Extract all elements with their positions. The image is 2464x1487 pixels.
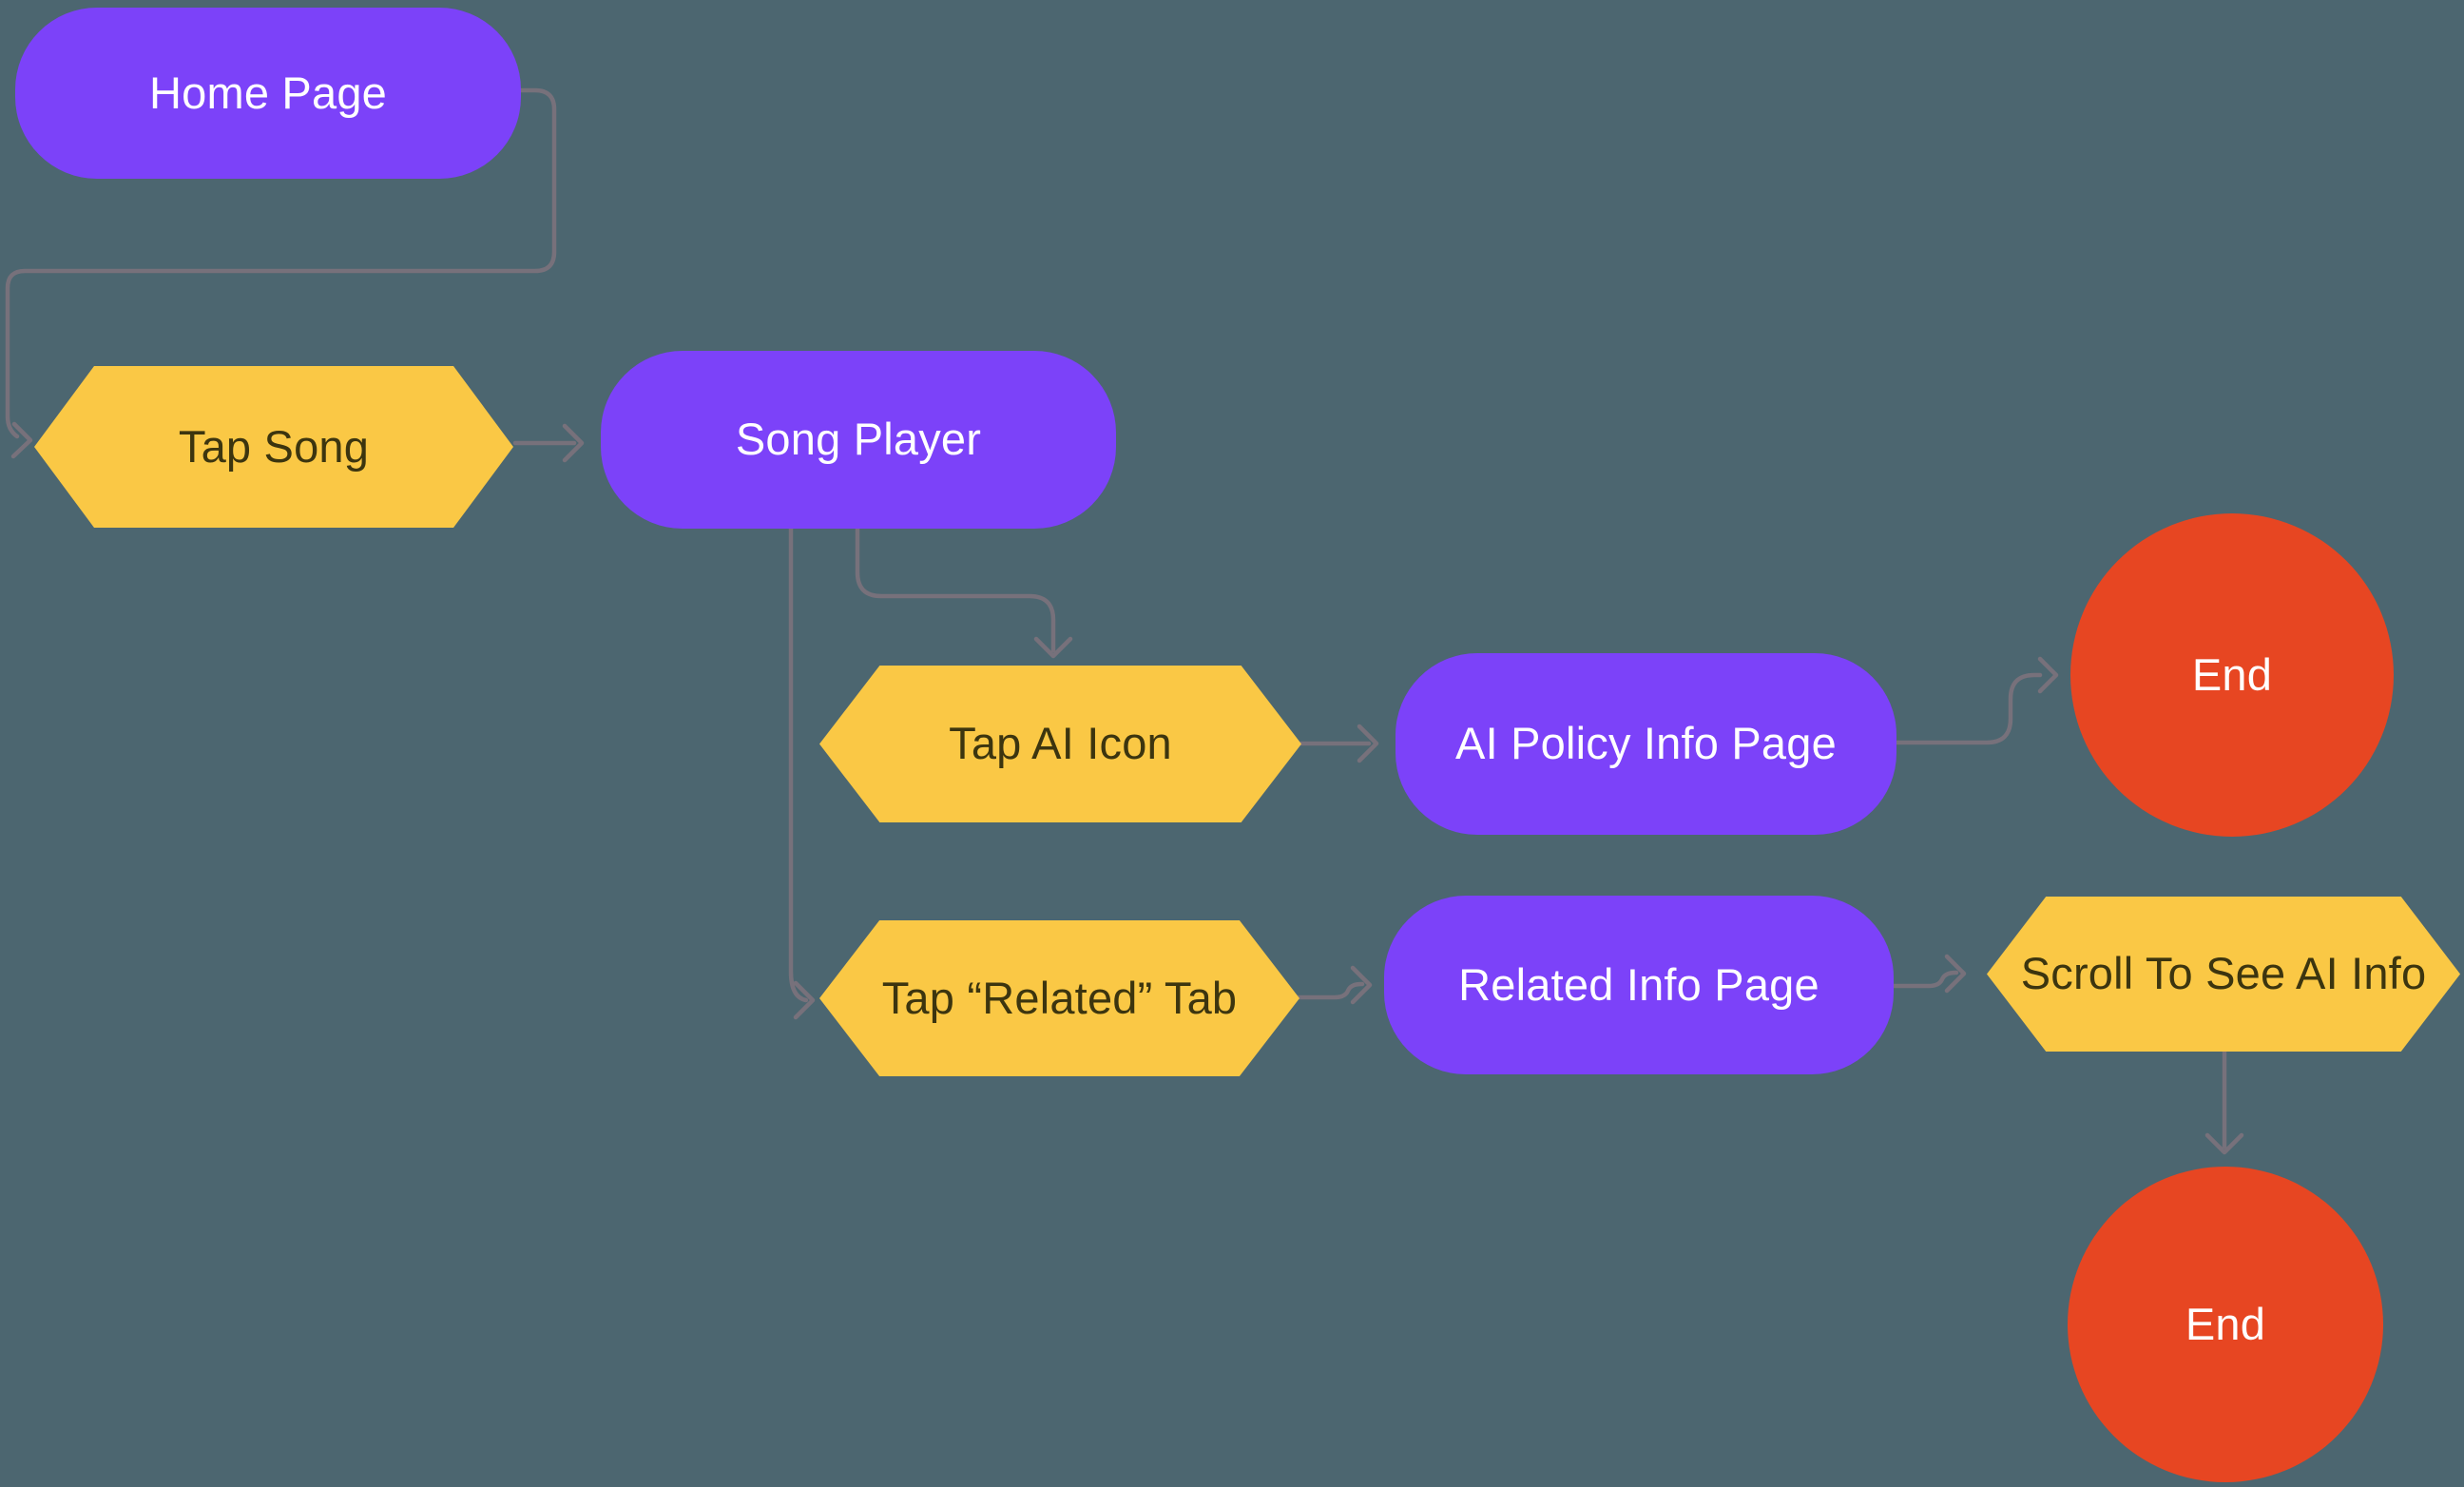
edge-song-player-to-tap-related-tab [788,526,816,1020]
node-song-player-label: Song Player [735,414,982,465]
node-end-bottom-label: End [2185,1298,2266,1349]
node-ai-policy-info-page-label: AI Policy Info Page [1455,718,1837,769]
edge-tap-song-to-song-player [512,423,585,463]
edge-home-page-to-tap-song [5,87,557,459]
node-tap-ai-icon-label: Tap AI Icon [949,718,1172,769]
node-tap-related-tab[interactable]: Tap “Related” Tab [819,920,1299,1076]
node-tap-song-label: Tap Song [178,420,370,472]
node-home-page[interactable]: Home Page [15,8,521,179]
node-home-page-label: Home Page [149,67,387,118]
node-end-top-label: End [2191,648,2273,700]
node-tap-ai-icon[interactable]: Tap AI Icon [819,666,1301,822]
edge-tap-related-tab-to-related-info-page [1295,965,1373,1005]
edge-scroll-to-see-ai-info-to-end-bottom [2204,1049,2244,1155]
node-end-top[interactable]: End [2070,513,2394,837]
node-related-info-page-label: Related Info Page [1458,958,1819,1010]
node-end-bottom[interactable]: End [2068,1167,2383,1482]
edge-tap-ai-icon-to-ai-policy-info-page [1299,724,1379,763]
node-ai-policy-info-page[interactable]: AI Policy Info Page [1396,653,1896,835]
edge-ai-policy-info-page-to-end-top [1894,656,2059,745]
node-song-player[interactable]: Song Player [601,351,1116,529]
node-tap-related-tab-label: Tap “Related” Tab [881,972,1238,1023]
node-scroll-to-see-ai-info[interactable]: Scroll To See AI Info [1987,897,2460,1052]
node-scroll-to-see-ai-info-label: Scroll To See AI Info [2020,948,2427,999]
edge-song-player-to-tap-ai-icon [855,526,1073,659]
node-related-info-page[interactable]: Related Info Page [1384,896,1894,1074]
edge-related-info-page-to-scroll-to-see-ai-info [1891,954,1967,994]
node-tap-song[interactable]: Tap Song [34,366,513,528]
